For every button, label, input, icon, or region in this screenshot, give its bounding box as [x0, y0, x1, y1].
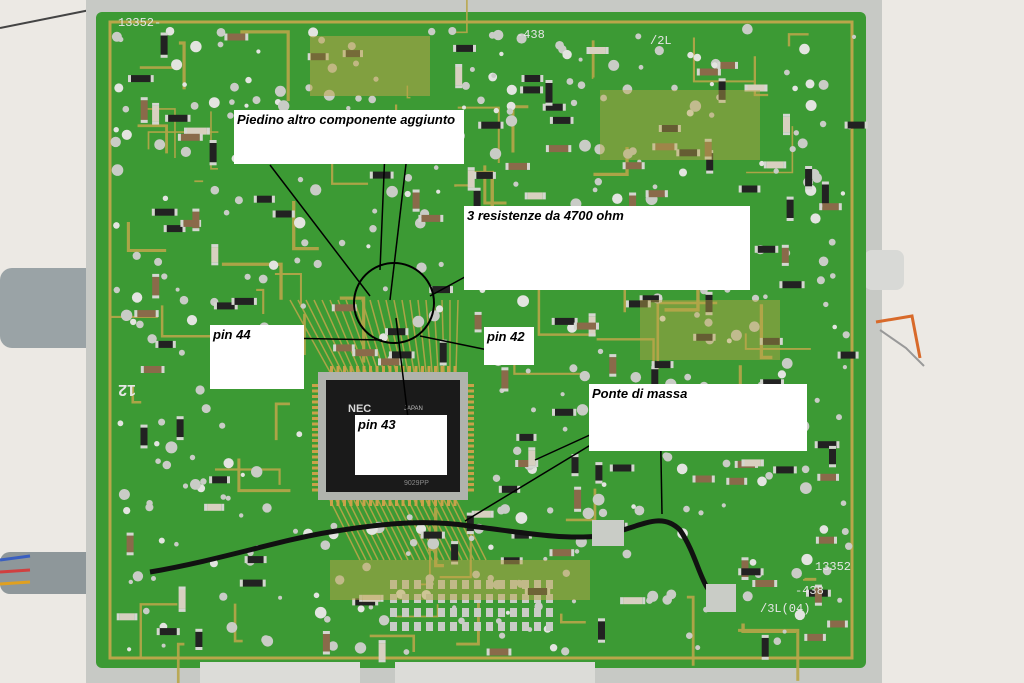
- silk-top-mid: -438: [516, 28, 545, 42]
- ribbon-connector-right: [395, 662, 595, 683]
- label-pin44: pin 44: [210, 325, 304, 389]
- ground-bridge-wire: [149, 518, 722, 603]
- silk-bottom-right-3: /3L(04): [760, 602, 810, 616]
- label-pin42: pin 42: [484, 327, 534, 365]
- label-pin43: pin 43: [355, 415, 447, 475]
- label-ponte-di-massa: Ponte di massa: [589, 384, 807, 451]
- silk-bottom-right-2: -438: [795, 584, 824, 598]
- silk-top-right: /2L: [650, 34, 672, 48]
- silk-bottom-right-1: 13352: [815, 560, 851, 574]
- ribbon-connector-left: [200, 662, 360, 683]
- label-resistenze: 3 resistenze da 4700 ohm: [464, 206, 750, 290]
- chip-brand: NEC: [348, 403, 371, 415]
- circuit-board: [96, 12, 866, 668]
- chip-origin: JAPAN: [404, 406, 423, 412]
- label-piedino: Piedino altro componente aggiunto: [234, 110, 464, 164]
- chip-code: 9029PP: [404, 480, 429, 487]
- silk-side-marking: 12: [118, 381, 136, 398]
- gray-cable-top: [0, 268, 100, 348]
- silk-top-left: 13352-: [118, 16, 161, 30]
